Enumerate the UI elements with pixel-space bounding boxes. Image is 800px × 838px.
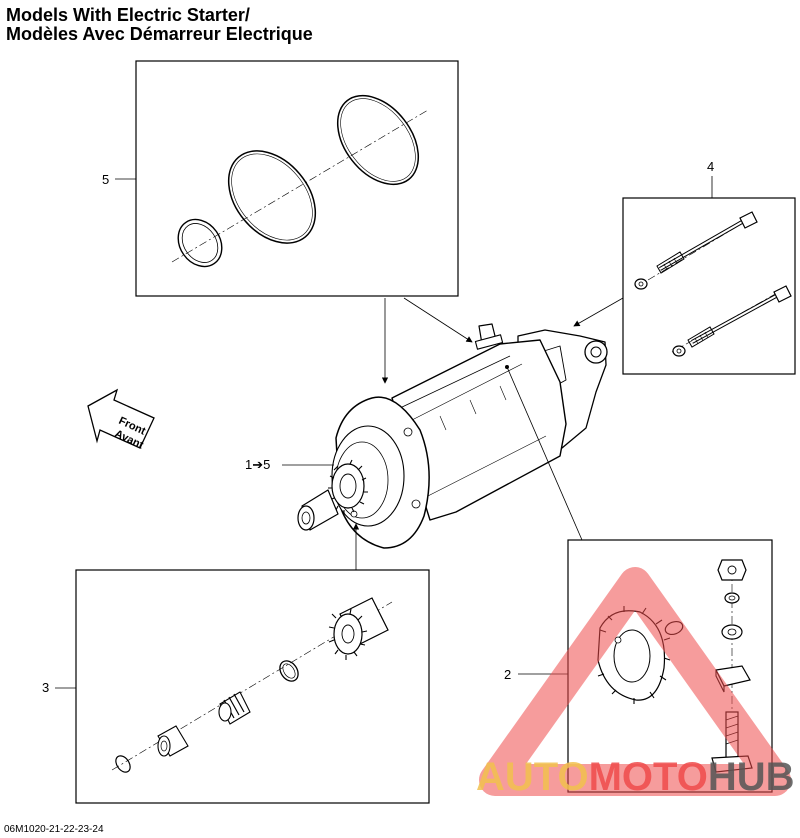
nut-lower [672,345,686,357]
watermark-auto: AUTO [476,755,589,799]
starter-motor-body [391,339,567,521]
automotohub-watermark: AUTOMOTOHUB [476,567,795,799]
front-direction-arrow: Front Avant [87,388,155,452]
watermark-text: AUTOMOTOHUB [476,755,795,799]
callout-2-label: 2 [504,667,511,682]
diagram-title-line-1: Models With Electric Starter/ [6,5,250,25]
drive-sleeve [157,725,189,757]
callout-1-to-5-label: 1➔5 [245,457,270,472]
callout-4-label: 4 [707,159,714,174]
diagram-title-line-2: Modèles Avec Démarreur Electrique [6,24,313,44]
watermark-hub: HUB [708,755,795,799]
medium-o-ring [227,150,317,244]
starter-motor-assembly [297,323,608,549]
drive-gear-part [328,597,389,660]
watermark-triangle-logo [479,567,791,796]
callout-3-label: 3 [42,680,49,695]
detail-box-bolts [622,197,796,375]
watermark-moto: MOTO [589,755,708,799]
drive-o-ring [279,660,299,682]
terminal-washer [724,592,740,604]
drawing-number: 06M1020-21-22-23-24 [4,824,104,835]
detail-box-o-rings [135,60,459,297]
starter-drive-gear [328,459,368,514]
long-bolt-lower [671,285,792,353]
terminal-insulator [721,624,743,640]
drive-snap-ring [115,755,131,773]
small-o-ring [177,218,223,268]
nut-upper [634,278,648,290]
starter-pinion-shaft [297,489,339,531]
detail-box-drive [75,569,430,804]
callout-5-label: 5 [102,172,109,187]
terminal-nut [717,559,747,581]
drive-spring [218,691,251,725]
large-o-ring [336,94,420,186]
long-bolt-upper [647,211,758,281]
